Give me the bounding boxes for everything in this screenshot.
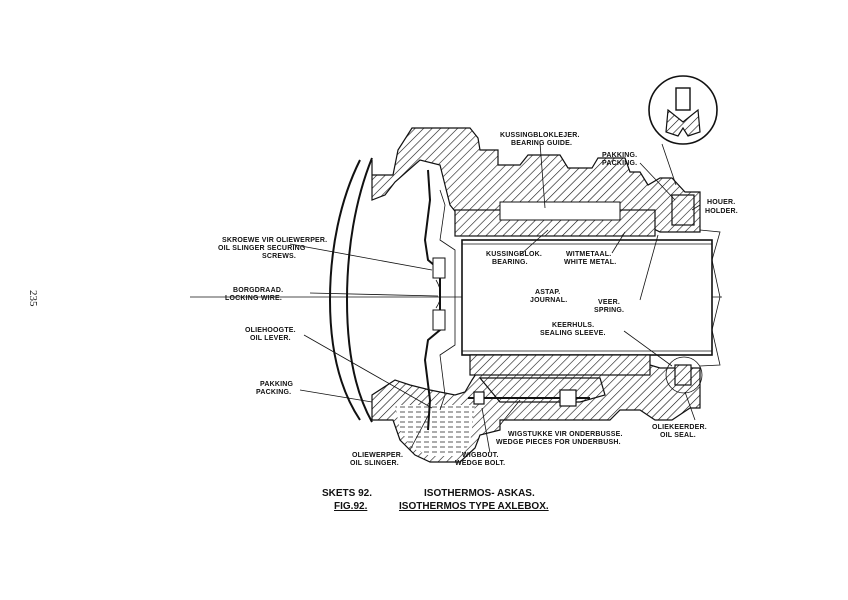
label-packing-top: PACKING. [602, 160, 637, 167]
label-witmetaal: WITMETAAL. [566, 251, 611, 258]
label-oliehoogte: OLIEHOOGTE. [245, 327, 296, 334]
label-bearing-guide: BEARING GUIDE. [511, 140, 572, 147]
leader-lines [289, 142, 701, 454]
label-pakking-top: PAKKING. [602, 152, 637, 159]
label-wigbout: WIGBOUT. [462, 452, 499, 459]
label-oil-slinger-securing: OIL SLINGER SECURING [218, 245, 306, 252]
packing-holder [671, 194, 695, 226]
label-white-metal: WHITE METAL. [564, 259, 616, 266]
label-packing-left: PACKING. [256, 389, 291, 396]
label-oliewerper: OLIEWERPER. [352, 452, 403, 459]
label-astap: ASTAP. [535, 289, 560, 296]
label-houer: HOUER. [707, 199, 735, 206]
label-journal: JOURNAL. [530, 297, 567, 304]
end-cover [328, 159, 361, 421]
figure-caption: SKETS 92. ISOTHERMOS- ASKAS. FIG.92. ISO… [322, 488, 549, 512]
label-wedge-bolt: WEDGE BOLT. [455, 460, 505, 467]
label-pakking-left: PAKKING [260, 381, 294, 388]
caption-sketch-title: ISOTHERMOS- ASKAS. [424, 488, 535, 499]
label-wedge-pieces: WEDGE PIECES FOR UNDERBUSH. [496, 439, 621, 446]
label-bearing: BEARING. [492, 259, 528, 266]
label-oliekeerder: OLIEKEERDER. [652, 424, 707, 431]
label-keerhuls: KEERHULS. [552, 322, 594, 329]
label-veer: VEER. [598, 299, 620, 306]
label-holder: HOLDER. [705, 208, 738, 215]
label-oil-slinger: OIL SLINGER. [350, 460, 399, 467]
label-kussingblok: KUSSINGBLOK. [486, 251, 542, 258]
caption-fig-title: ISOTHERMOS TYPE AXLEBOX. [399, 501, 549, 512]
caption-fig-no: FIG.92. [334, 501, 368, 512]
page-number: 235 [27, 290, 39, 307]
caption-sketch-no: SKETS 92. [322, 488, 372, 499]
labels: KUSSINGBLOKLEJER. BEARING GUIDE. PAKKING… [218, 132, 738, 467]
label-sealing-sleeve: SEALING SLEEVE. [540, 330, 606, 337]
label-locking-wire: LOCKING WIRE. [225, 295, 282, 302]
bearing-bottom [469, 354, 651, 376]
label-wigstukke: WIGSTUKKE VIR ONDERBUSSE. [508, 431, 623, 438]
journal [461, 239, 713, 356]
label-oil-seal: OIL SEAL. [660, 432, 696, 439]
axlebox-drawing [190, 75, 722, 463]
label-borgdraad: BORGDRAAD. [233, 287, 283, 294]
oil-bath [395, 405, 475, 456]
label-oil-lever: OIL LEVER. [250, 335, 291, 342]
oil-seal-circle [665, 356, 703, 394]
label-spring: SPRING. [594, 307, 624, 314]
label-screws: SCREWS. [262, 253, 296, 260]
label-skroewe: SKROEWE VIR OLIEWERPER. [222, 237, 327, 244]
label-kussingbloklejer: KUSSINGBLOKLEJER. [500, 132, 580, 139]
